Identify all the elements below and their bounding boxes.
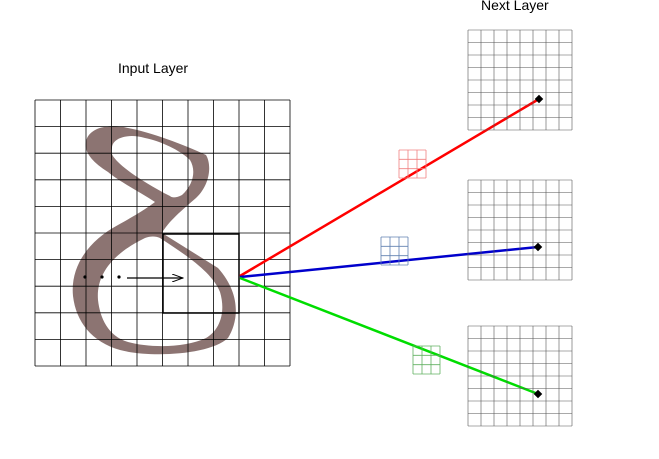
kernel-grid-blue [380, 236, 409, 266]
target-neuron-bottom [533, 389, 543, 399]
input-layer-title: Input Layer [118, 60, 189, 76]
receptive-field-box [162, 233, 240, 314]
connection-line-red [239, 97, 540, 278]
next-layer-grid-top [467, 29, 573, 131]
slide-dot [117, 275, 121, 279]
next-layer-grid-middle [467, 179, 573, 281]
handwritten-digit-eight [72, 126, 236, 355]
kernel-grid-green [412, 345, 441, 375]
slide-dot [83, 275, 87, 279]
connection-line-green [239, 276, 539, 396]
target-neuron-middle [533, 242, 543, 252]
next-layer-grid-bottom [467, 325, 573, 427]
slide-indicator [83, 275, 183, 278]
kernel-grid-red [398, 149, 427, 179]
slide-dot [100, 275, 104, 279]
input-layer-grid [34, 99, 291, 367]
connection-line-blue [239, 245, 539, 279]
next-layer-title: Next Layer [481, 0, 549, 13]
